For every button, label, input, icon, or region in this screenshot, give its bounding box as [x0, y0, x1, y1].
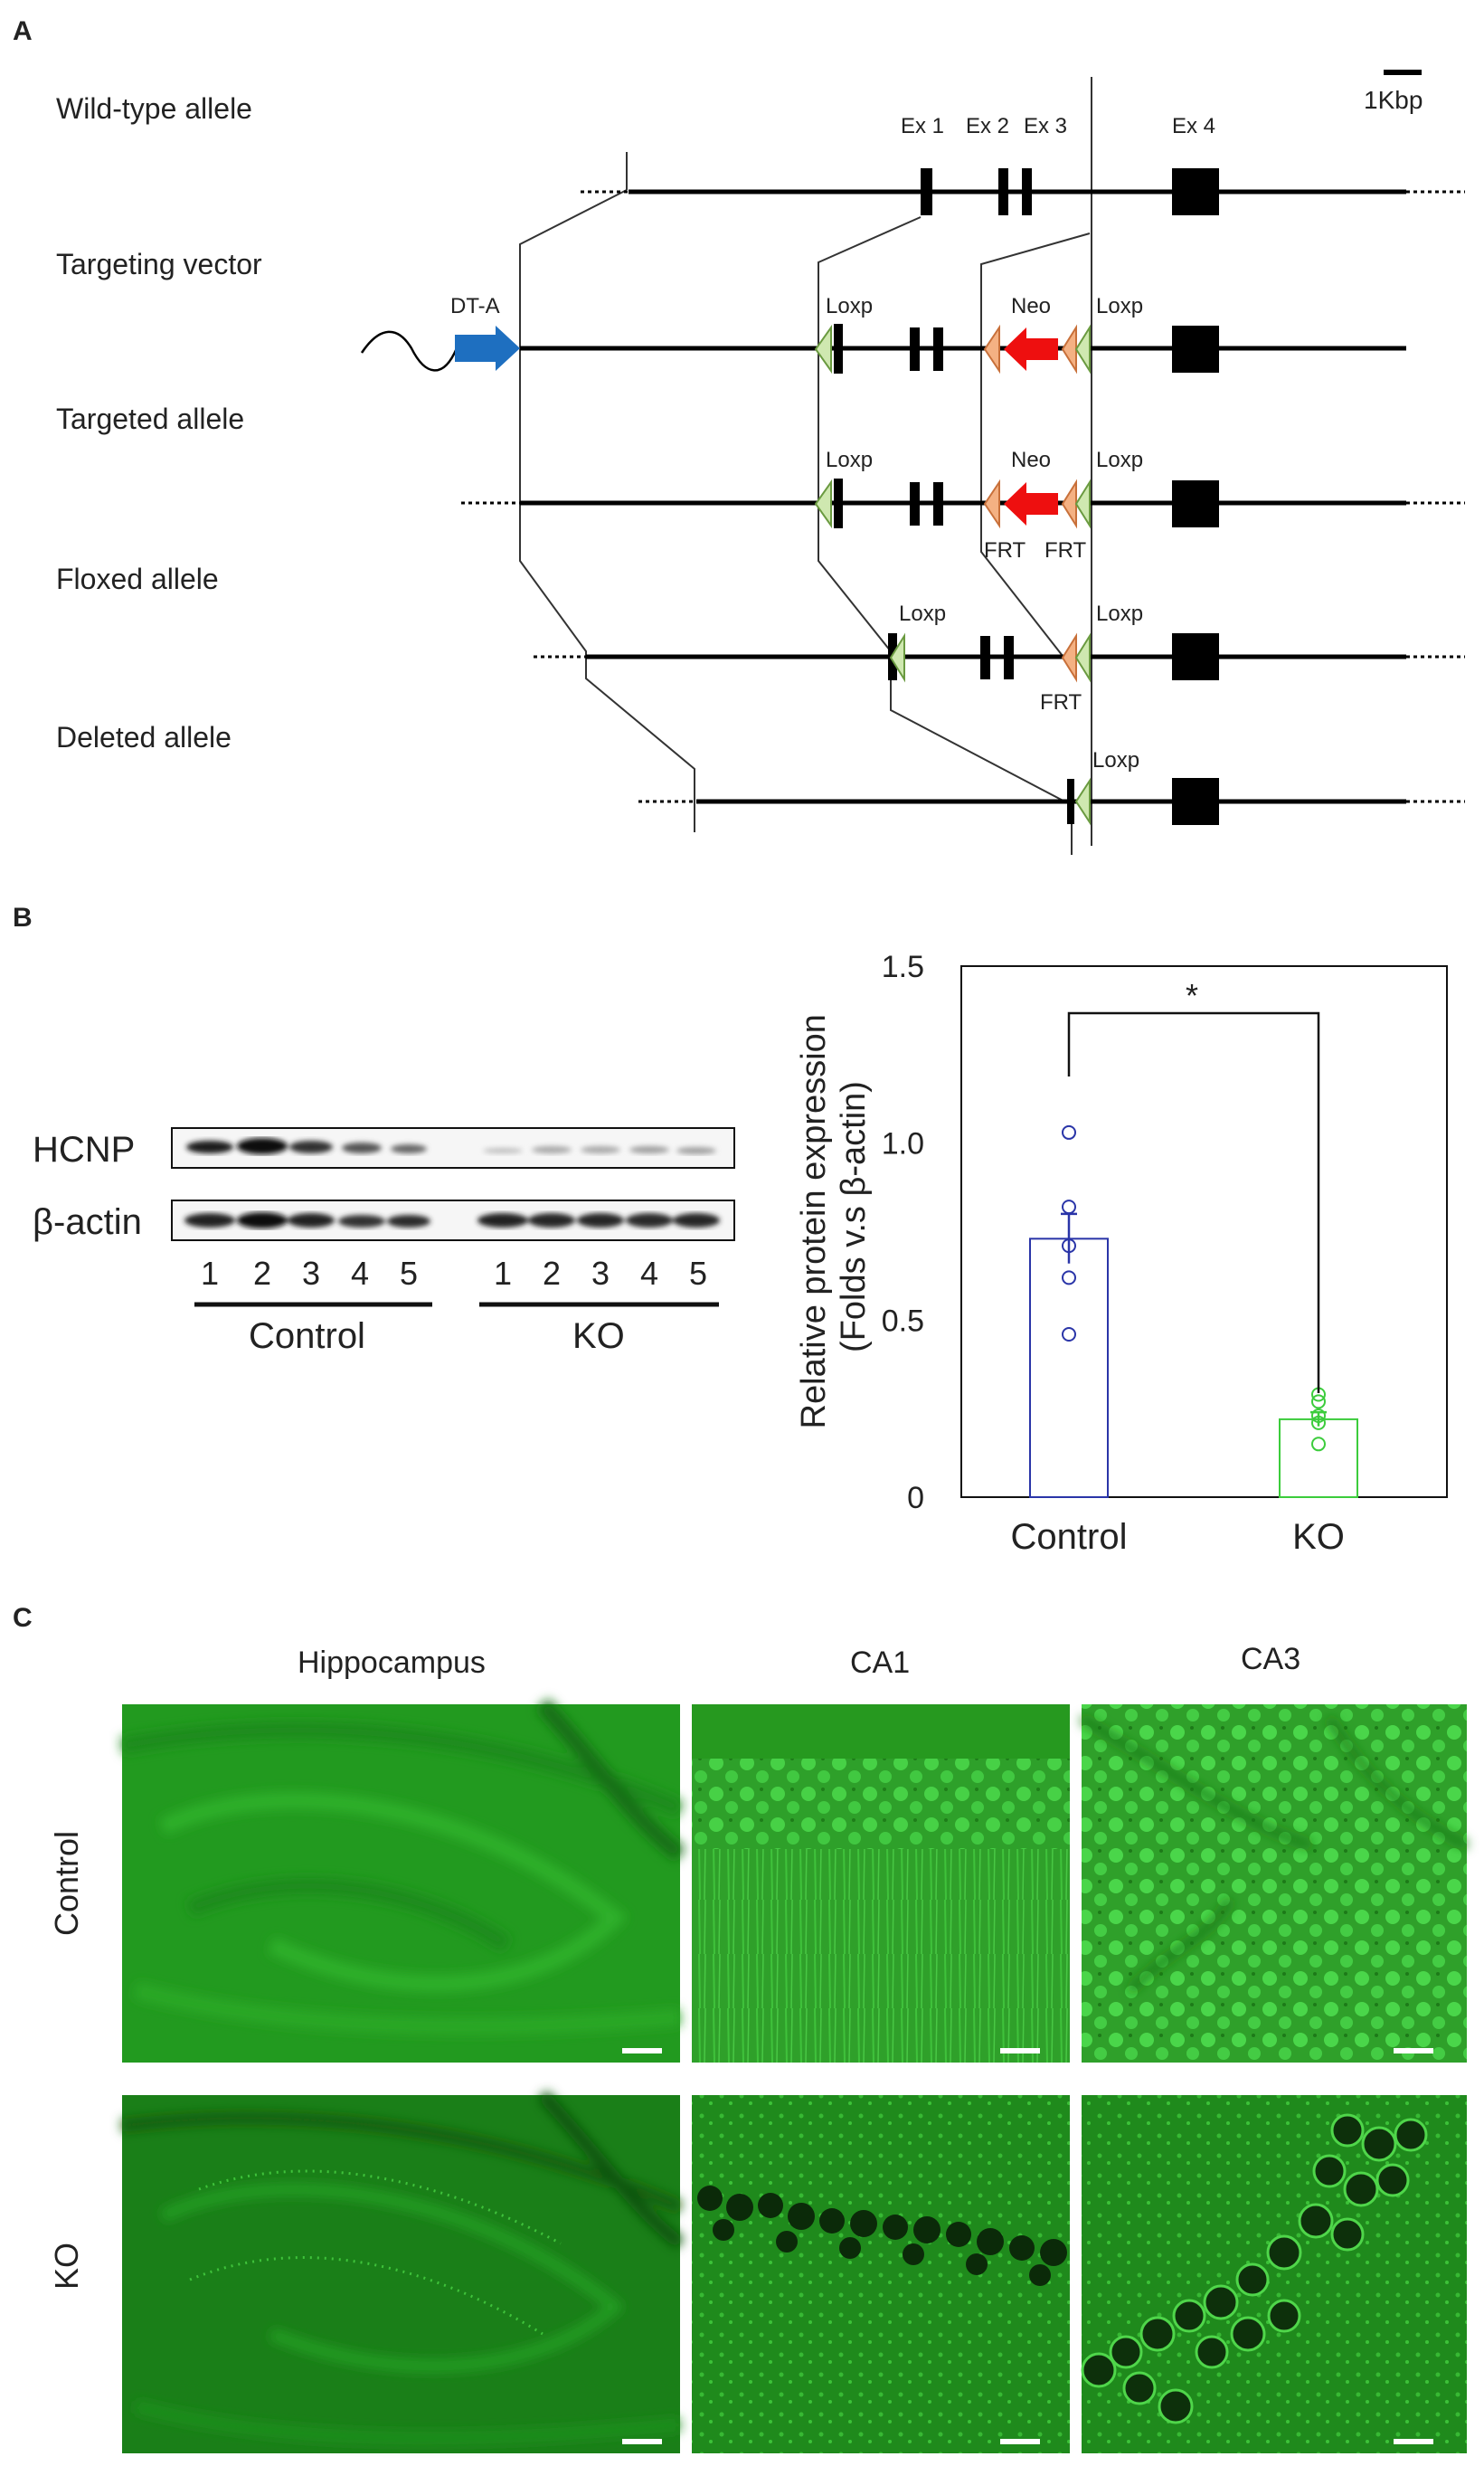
plot-frame — [960, 965, 1448, 1498]
y-tick-label: 0 — [907, 1481, 924, 1515]
scale-bar: 1Kbp — [1364, 70, 1423, 114]
bar-ko — [1279, 1418, 1358, 1498]
micrograph-control-hippocampus — [120, 1698, 685, 2063]
y-tick-label: 0.5 — [882, 1304, 924, 1338]
panel-a: A 1Kbp Wild-type allele Targeting vector… — [13, 16, 1465, 855]
row-label-wild-type: Wild-type allele — [56, 92, 252, 125]
floxed-allele: Loxp Loxp FRT — [534, 602, 1465, 715]
col-label-ca3: CA3 — [1241, 1642, 1300, 1676]
row-label-floxed-allele: Floxed allele — [56, 563, 219, 595]
data-point — [1062, 1326, 1076, 1342]
dta-label: DT-A — [450, 294, 500, 318]
y-axis-label: Relative protein expression (Folds v.s β… — [795, 1005, 873, 1429]
dta-arrow — [455, 326, 520, 371]
lane-label: 2 — [253, 1255, 271, 1292]
row-label-targeted-allele: Targeted allele — [56, 403, 244, 435]
lane-label: 3 — [591, 1255, 610, 1292]
data-point — [1062, 1238, 1076, 1254]
loxp-label: Loxp — [826, 294, 873, 318]
exon-label-1: Ex 1 — [901, 114, 944, 138]
hcnp-bands — [186, 1138, 716, 1154]
lane-label: 5 — [400, 1255, 418, 1292]
micrograph-control-ca1 — [692, 1704, 1070, 2063]
data-point — [1062, 1124, 1076, 1140]
lane-label: 3 — [302, 1255, 320, 1292]
data-points — [1062, 1124, 1326, 1452]
targeting-vector: DT-A Loxp Neo Loxp — [360, 294, 1406, 375]
lane-label: 2 — [543, 1255, 561, 1292]
data-point — [1311, 1415, 1326, 1430]
blot-group-control: Control — [249, 1316, 365, 1356]
exon-label-2: Ex 2 — [966, 114, 1009, 138]
col-label-ca1: CA1 — [850, 1646, 910, 1680]
wild-type-allele — [581, 168, 1465, 215]
blot-row-beta-actin: β-actin — [33, 1202, 142, 1242]
blot-group-ko: KO — [572, 1316, 625, 1356]
targeted-allele: Loxp Neo Loxp FRT FRT — [461, 448, 1465, 563]
row-label-targeting-vector: Targeting vector — [56, 248, 262, 280]
y-tick-label: 1.0 — [882, 1127, 924, 1162]
neo-arrow — [1004, 327, 1058, 371]
data-point — [1062, 1270, 1076, 1285]
loxp-label: Loxp — [826, 448, 873, 472]
frt-label: FRT — [1044, 538, 1087, 563]
y-tick-label: 1.5 — [882, 950, 924, 984]
panel-c-label: C — [13, 1603, 33, 1633]
exon-2 — [998, 168, 1008, 215]
exon-1 — [921, 168, 932, 215]
lane-label: 1 — [494, 1255, 512, 1292]
lane-label: 4 — [351, 1255, 369, 1292]
significance-bracket — [1067, 1011, 1320, 1393]
micrograph-control-ca3 — [1080, 1704, 1469, 2063]
col-label-hippocampus: Hippocampus — [298, 1646, 486, 1680]
x-tick-labels: Control KO — [1011, 1517, 1345, 1557]
bar-chart: 0 0.5 1.0 1.5 Relative protein expression (… — [795, 950, 1448, 1557]
neo-label: Neo — [1011, 294, 1051, 318]
loxp-label: Loxp — [1096, 448, 1143, 472]
panel-b: B HCNP β-actin — [13, 903, 1448, 1557]
panel-c: C Hippocampus CA1 CA3 Control KO — [13, 1603, 1469, 2453]
frt-label: FRT — [984, 538, 1026, 563]
lane-label: 5 — [689, 1255, 707, 1292]
loxp-label: Loxp — [1096, 294, 1143, 318]
exon-label-4: Ex 4 — [1172, 114, 1215, 138]
row-label-control: Control — [48, 1831, 85, 1936]
data-point — [1311, 1408, 1326, 1423]
actin-bands — [184, 1212, 720, 1228]
y-tick-labels: 0 0.5 1.0 1.5 — [882, 950, 924, 1515]
bar-control — [1029, 1238, 1109, 1498]
loxp-label: Loxp — [1096, 602, 1143, 626]
frt-label: FRT — [1040, 690, 1082, 715]
panel-a-label: A — [13, 16, 33, 46]
exon-3 — [1022, 168, 1032, 215]
panel-b-label: B — [13, 903, 33, 933]
western-blot: HCNP β-actin — [33, 1127, 735, 1356]
row-label-ko: KO — [48, 2243, 85, 2290]
lane-label: 4 — [640, 1255, 658, 1292]
scale-bar-label: 1Kbp — [1364, 86, 1423, 114]
blot-row-hcnp: HCNP — [33, 1130, 135, 1170]
loxp-label: Loxp — [899, 602, 946, 626]
micrograph-ko-ca1 — [692, 2095, 1070, 2453]
micrograph-ko-hippocampus — [121, 2091, 685, 2453]
data-point — [1311, 1437, 1326, 1452]
neo-label: Neo — [1011, 448, 1051, 472]
x-tick-label: Control — [1011, 1517, 1128, 1557]
exon-4 — [1172, 168, 1219, 215]
micrograph-ko-ca3 — [1081, 2095, 1467, 2453]
x-tick-label: KO — [1292, 1517, 1345, 1557]
significance-star: * — [1186, 977, 1198, 1014]
row-label-deleted-allele: Deleted allele — [56, 721, 232, 754]
loxp-label: Loxp — [1092, 748, 1139, 773]
exon-label-3: Ex 3 — [1024, 114, 1067, 138]
lane-label: 1 — [201, 1255, 219, 1292]
data-point — [1311, 1394, 1326, 1409]
bars — [1029, 1238, 1358, 1498]
deleted-allele: Loxp — [638, 748, 1465, 826]
data-point — [1062, 1200, 1076, 1215]
